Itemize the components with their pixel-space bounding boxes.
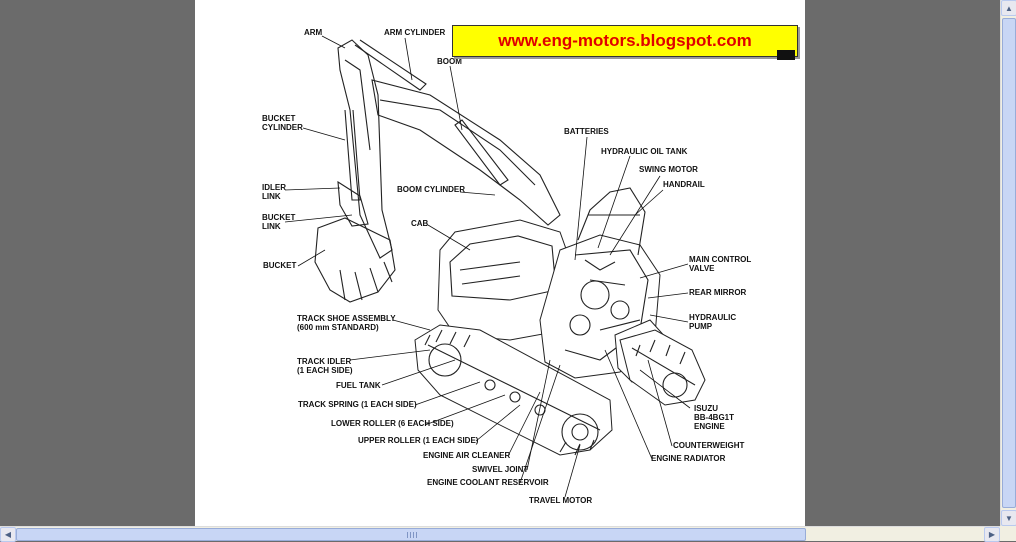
part-labels: ARM ARM CYLINDER BOOM BUCKET CYLINDER ID… bbox=[262, 28, 751, 505]
label-boom-cylinder: BOOM CYLINDER bbox=[397, 185, 465, 194]
label-bucket-cylinder-2: CYLINDER bbox=[262, 123, 303, 132]
document-viewport: ARM ARM CYLINDER BOOM BUCKET CYLINDER ID… bbox=[195, 0, 805, 526]
label-track-shoe-1: TRACK SHOE ASSEMBLY bbox=[297, 314, 396, 323]
excavator-diagram: ARM ARM CYLINDER BOOM BUCKET CYLINDER ID… bbox=[262, 28, 751, 505]
label-engine-2: BB-4BG1T bbox=[694, 413, 734, 422]
thumb-grip bbox=[416, 532, 417, 538]
label-boom: BOOM bbox=[437, 57, 462, 66]
label-bucket: BUCKET bbox=[263, 261, 296, 270]
thumb-grip bbox=[410, 532, 411, 538]
label-engine-radiator: ENGINE RADIATOR bbox=[651, 454, 726, 463]
scroll-up-button[interactable]: ▲ bbox=[1001, 0, 1016, 16]
label-engine-coolant-reservoir: ENGINE COOLANT RESERVOIR bbox=[427, 478, 549, 487]
label-bucket-link-1: BUCKET bbox=[262, 213, 295, 222]
watermark-shadow bbox=[777, 50, 795, 60]
label-arm: ARM bbox=[304, 28, 323, 37]
label-travel-motor: TRAVEL MOTOR bbox=[529, 496, 592, 505]
label-cab: CAB bbox=[411, 219, 429, 228]
arrow-left-icon: ◀ bbox=[4, 530, 12, 539]
label-engine-air-cleaner: ENGINE AIR CLEANER bbox=[423, 451, 510, 460]
label-track-idler-2: (1 EACH SIDE) bbox=[297, 366, 353, 375]
label-track-spring: TRACK SPRING (1 EACH SIDE) bbox=[298, 400, 417, 409]
watermark-banner: www.eng-motors.blogspot.com bbox=[452, 25, 798, 57]
label-engine-1: ISUZU bbox=[694, 404, 718, 413]
label-main-control-valve-1: MAIN CONTROL bbox=[689, 255, 751, 264]
label-bucket-link-2: LINK bbox=[262, 222, 281, 231]
label-rear-mirror: REAR MIRROR bbox=[689, 288, 747, 297]
leader-lines bbox=[284, 35, 691, 498]
label-hydraulic-pump-2: PUMP bbox=[689, 322, 713, 331]
label-idler-link-2: LINK bbox=[262, 192, 281, 201]
scroll-left-button[interactable]: ◀ bbox=[0, 527, 16, 542]
scroll-right-button[interactable]: ▶ bbox=[984, 527, 1000, 542]
arrow-right-icon: ▶ bbox=[988, 530, 996, 539]
label-idler-link-1: IDLER bbox=[262, 183, 286, 192]
label-track-shoe-2: (600 mm STANDARD) bbox=[297, 323, 379, 332]
label-counterweight: COUNTERWEIGHT bbox=[673, 441, 745, 450]
label-main-control-valve-2: VALVE bbox=[689, 264, 715, 273]
scrollbar-corner bbox=[1000, 526, 1016, 541]
excavator-drawing bbox=[314, 39, 706, 456]
label-batteries: BATTERIES bbox=[564, 127, 609, 136]
label-swing-motor: SWING MOTOR bbox=[639, 165, 698, 174]
scroll-down-button[interactable]: ▼ bbox=[1001, 510, 1016, 526]
label-engine-3: ENGINE bbox=[694, 422, 725, 431]
label-arm-cylinder: ARM CYLINDER bbox=[384, 28, 446, 37]
label-upper-roller: UPPER ROLLER (1 EACH SIDE) bbox=[358, 436, 479, 445]
label-hydraulic-oil-tank: HYDRAULIC OIL TANK bbox=[601, 147, 688, 156]
vertical-scrollbar[interactable]: ▲ ▼ bbox=[1000, 0, 1016, 526]
label-handrail: HANDRAIL bbox=[663, 180, 705, 189]
label-track-idler-1: TRACK IDLER bbox=[297, 357, 351, 366]
vertical-scroll-thumb[interactable] bbox=[1002, 18, 1016, 508]
watermark-text: www.eng-motors.blogspot.com bbox=[498, 31, 752, 50]
horizontal-scroll-thumb[interactable] bbox=[16, 528, 806, 541]
label-swivel-joint: SWIVEL JOINT bbox=[472, 465, 528, 474]
thumb-grip bbox=[413, 532, 414, 538]
label-lower-roller: LOWER ROLLER (6 EACH SIDE) bbox=[331, 419, 454, 428]
label-hydraulic-pump-1: HYDRAULIC bbox=[689, 313, 736, 322]
thumb-grip bbox=[407, 532, 408, 538]
horizontal-scrollbar[interactable]: ◀ ▶ bbox=[0, 526, 1000, 542]
label-fuel-tank: FUEL TANK bbox=[336, 381, 381, 390]
arrow-up-icon: ▲ bbox=[1005, 3, 1013, 13]
label-bucket-cylinder-1: BUCKET bbox=[262, 114, 295, 123]
arrow-down-icon: ▼ bbox=[1005, 513, 1013, 523]
